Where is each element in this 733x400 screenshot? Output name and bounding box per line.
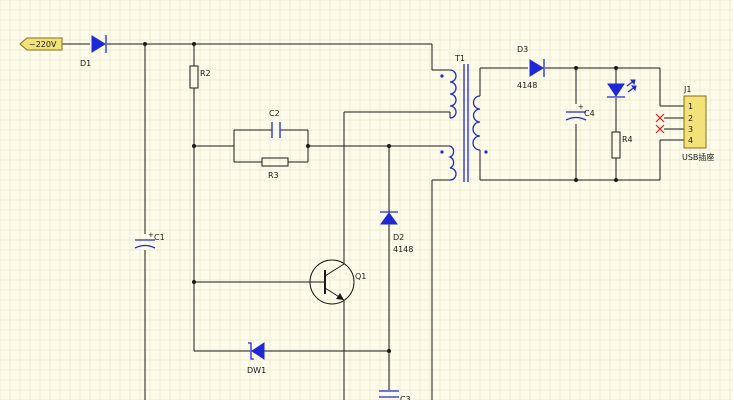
c1-plus: +: [148, 231, 154, 239]
resistor-r3[interactable]: R3: [261, 157, 289, 180]
j1-label: J1: [683, 85, 691, 94]
t1-label: T1: [454, 54, 465, 63]
no-connect-marks: [655, 113, 665, 134]
d3-label: D3: [517, 45, 528, 54]
junction-dots: [143, 42, 618, 353]
resistor-r2[interactable]: R2: [189, 65, 211, 89]
c4-plus: +: [578, 103, 584, 111]
d2-label: D2: [393, 233, 404, 242]
r3-label: R3: [268, 171, 279, 180]
c2-label: C2: [269, 109, 280, 118]
j1-pin-2: 2: [688, 114, 693, 123]
diode-d3[interactable]: D3 4148: [517, 45, 545, 90]
zener-dw1[interactable]: DW1: [247, 342, 266, 375]
capacitor-c2[interactable]: C2: [269, 109, 281, 138]
input-port[interactable]: ~220V: [19, 37, 63, 51]
capacitor-c1[interactable]: + C1: [134, 231, 165, 249]
transformer-t1[interactable]: T1: [440, 54, 488, 182]
r4-label: R4: [622, 135, 633, 144]
capacitor-c4[interactable]: + C4: [565, 103, 595, 121]
resistor-r4[interactable]: R4: [611, 131, 633, 159]
c4-label: C4: [584, 109, 595, 118]
transistor-q1[interactable]: Q1: [309, 259, 366, 305]
d3-part-label: 4148: [517, 81, 537, 90]
j1-pin-4: 4: [688, 136, 693, 145]
r2-label: R2: [200, 69, 211, 78]
capacitor-c3[interactable]: C3: [379, 390, 411, 400]
j1-desc-label: USB插座: [682, 152, 714, 162]
diode-d2[interactable]: D2 4148: [380, 211, 413, 254]
c1-label: C1: [154, 233, 165, 242]
led[interactable]: [607, 79, 637, 98]
d2-part-label: 4148: [393, 245, 413, 254]
c3-label: C3: [400, 395, 411, 400]
j1-pin-3: 3: [688, 125, 693, 134]
diode-d1[interactable]: D1: [80, 35, 107, 68]
dw1-label: DW1: [247, 366, 266, 375]
d1-label: D1: [80, 59, 91, 68]
usb-connector-j1[interactable]: J1 1 2 3 4 USB插座: [682, 85, 714, 162]
q1-label: Q1: [355, 272, 366, 281]
j1-pin-1: 1: [688, 102, 693, 111]
wires: [62, 43, 684, 400]
input-port-label: ~220V: [29, 40, 57, 49]
